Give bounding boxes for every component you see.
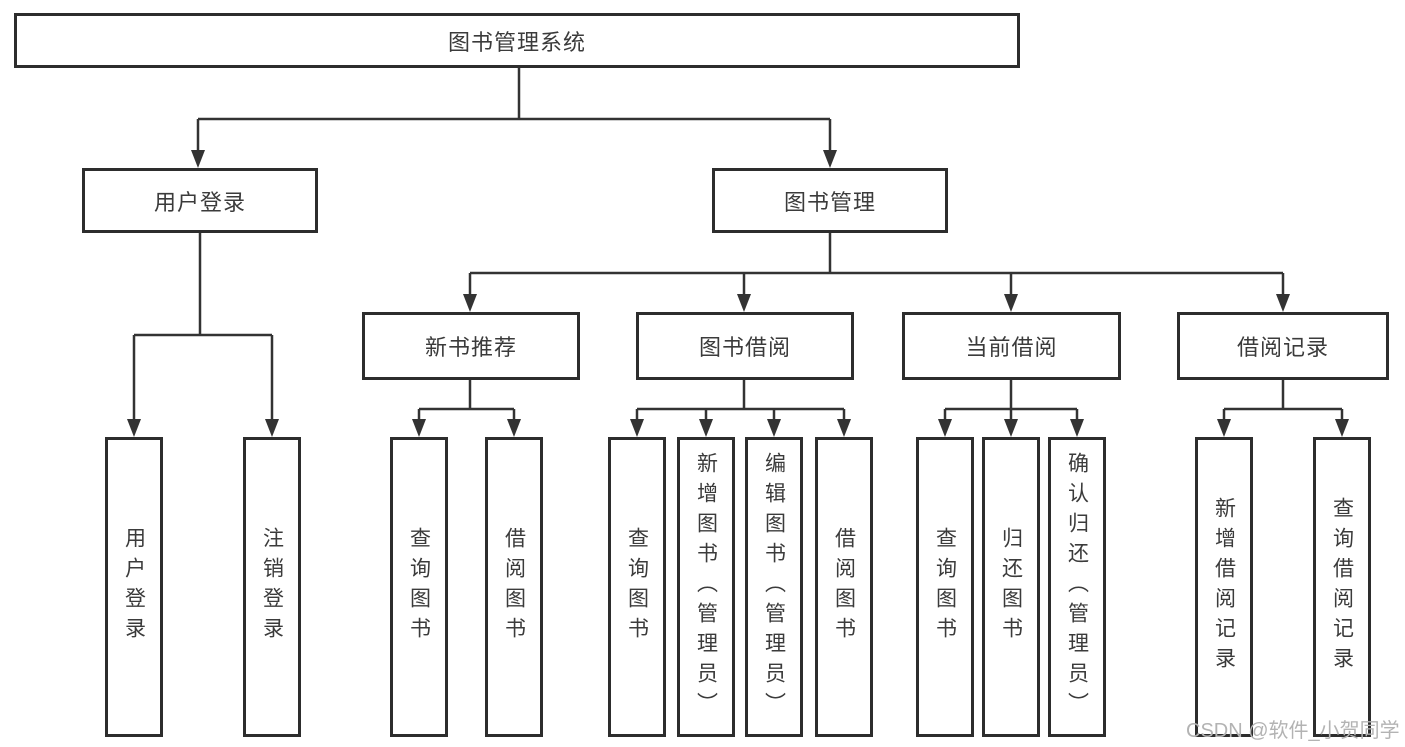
leaf-recommend-borrow-books: 借阅图书 [485,437,543,737]
leaf-edit-books-admin: 编辑图书（管理员） [745,437,803,737]
leaf-add-borrow-record: 新增借阅记录 [1195,437,1253,737]
leaf-user-login-label: 用户登录 [122,527,146,647]
leaf-return-books: 归还图书 [982,437,1040,737]
leaf-edit-books-admin-label: 编辑图书（管理员） [762,452,786,722]
node-new-book-recommend: 新书推荐 [362,312,580,380]
leaf-logout-label: 注销登录 [260,527,284,647]
leaf-add-borrow-record-label: 新增借阅记录 [1212,497,1236,677]
node-borrow-records-label: 借阅记录 [1236,335,1329,360]
leaf-return-books-label: 归还图书 [999,527,1023,647]
arrowheads [127,150,1349,437]
leaf-current-query-books: 查询图书 [916,437,974,737]
leaf-add-books-admin-label: 新增图书（管理员） [694,452,718,722]
node-borrow-records: 借阅记录 [1177,312,1389,380]
leaf-query-borrow-record-label: 查询借阅记录 [1330,497,1354,677]
csdn-watermark: CSDN @软件_小贺同学 [1186,720,1400,742]
node-current-borrow-label: 当前借阅 [965,335,1058,360]
node-book-borrow-label: 图书借阅 [698,335,791,360]
leaf-query-borrow-record: 查询借阅记录 [1313,437,1371,737]
node-book-borrow: 图书借阅 [636,312,854,380]
node-root: 图书管理系统 [14,13,1020,68]
node-book-management-label: 图书管理 [783,189,876,215]
leaf-borrow-books: 借阅图书 [815,437,873,737]
leaf-confirm-return-admin-label: 确认归还（管理员） [1065,452,1089,722]
node-root-label: 图书管理系统 [447,29,586,55]
node-new-book-recommend-label: 新书推荐 [424,335,517,360]
leaf-user-login: 用户登录 [105,437,163,737]
node-current-borrow: 当前借阅 [902,312,1121,380]
leaf-confirm-return-admin: 确认归还（管理员） [1048,437,1106,737]
node-user-login-label: 用户登录 [153,189,246,215]
node-book-management: 图书管理 [712,168,948,233]
leaf-recommend-query-books-label: 查询图书 [407,527,431,647]
leaf-recommend-query-books: 查询图书 [390,437,448,737]
node-user-login: 用户登录 [82,168,318,233]
leaf-borrow-books-label: 借阅图书 [832,527,856,647]
leaf-add-books-admin: 新增图书（管理员） [677,437,735,737]
leaf-borrow-query-books-label: 查询图书 [625,527,649,647]
leaf-recommend-borrow-books-label: 借阅图书 [502,527,526,647]
leaf-logout: 注销登录 [243,437,301,737]
leaf-current-query-books-label: 查询图书 [933,527,957,647]
leaf-borrow-query-books: 查询图书 [608,437,666,737]
